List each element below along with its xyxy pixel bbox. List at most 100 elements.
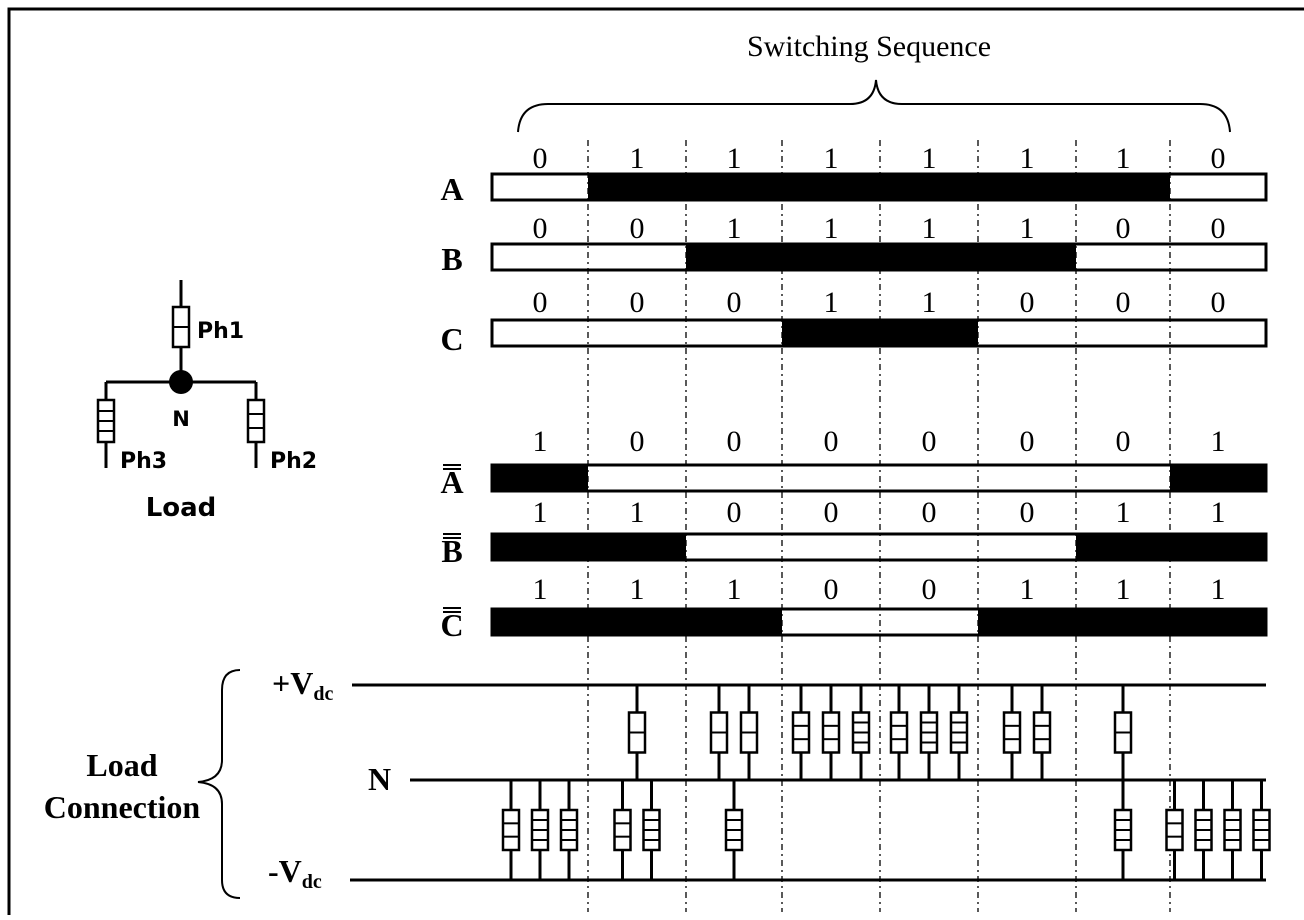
connection-resistor xyxy=(559,780,579,880)
row-label: C xyxy=(440,321,463,357)
connection-resistor xyxy=(1252,780,1271,880)
connection-resistors xyxy=(501,685,1271,880)
bit-label: 0 xyxy=(1116,212,1131,245)
switching-sequence-title: Switching Sequence xyxy=(747,30,991,63)
bit-segment xyxy=(1170,609,1266,635)
connection-resistor xyxy=(642,780,661,880)
bit-segment xyxy=(880,174,978,200)
connection-resistor xyxy=(889,685,909,780)
ph1-label: Ph1 xyxy=(197,319,244,344)
row-label: A xyxy=(440,464,463,500)
bit-label: 0 xyxy=(824,425,839,458)
bit-segment xyxy=(978,174,1076,200)
bit-label: 0 xyxy=(630,212,645,245)
bit-label: 0 xyxy=(533,212,548,245)
load-connection-label-line2: Connection xyxy=(44,789,201,825)
bit-segment xyxy=(782,244,880,270)
bit-segment xyxy=(588,609,686,635)
bar-outline xyxy=(490,463,1268,493)
bit-segment xyxy=(686,609,782,635)
bit-label: 0 xyxy=(922,573,937,606)
bit-label: 0 xyxy=(727,496,742,529)
bit-label: 1 xyxy=(533,425,548,458)
bit-label: 1 xyxy=(824,286,839,319)
neutral-rail-label: N xyxy=(368,761,391,797)
bit-label: 0 xyxy=(922,496,937,529)
connection-resistor xyxy=(1002,685,1022,780)
bit-label: 1 xyxy=(533,496,548,529)
connection-resistor xyxy=(851,685,871,780)
bit-segment xyxy=(782,320,880,346)
bit-label: 1 xyxy=(727,573,742,606)
ph2-label: Ph2 xyxy=(270,449,317,474)
bit-segment xyxy=(1170,534,1266,560)
connection-resistor xyxy=(501,780,521,880)
bit-segment xyxy=(686,174,782,200)
connection-resistor xyxy=(1165,780,1184,880)
connection-resistor xyxy=(1113,685,1133,780)
connection-resistor xyxy=(739,685,759,780)
bit-label: 1 xyxy=(922,142,937,175)
bit-segment xyxy=(978,609,1076,635)
connection-resistor xyxy=(919,685,939,780)
load-symbol xyxy=(96,280,266,468)
bit-label: 1 xyxy=(727,142,742,175)
bit-label: 1 xyxy=(1211,496,1226,529)
connection-resistor xyxy=(1032,685,1052,780)
load-connection-brace xyxy=(197,669,241,899)
bit-segment xyxy=(1170,465,1266,491)
bit-label: 1 xyxy=(1116,573,1131,606)
bit-label: 0 xyxy=(533,286,548,319)
bit-segment xyxy=(588,174,686,200)
connection-resistor xyxy=(791,685,811,780)
bit-label: 0 xyxy=(1116,286,1131,319)
connection-resistor xyxy=(821,685,841,780)
load-caption: Load xyxy=(146,493,217,523)
plus-vdc-label: +Vdc xyxy=(272,665,333,705)
bit-label: 0 xyxy=(727,425,742,458)
bit-label: 0 xyxy=(1020,286,1035,319)
bit-segment xyxy=(978,244,1076,270)
bit-segment xyxy=(782,174,880,200)
bit-label: 0 xyxy=(922,425,937,458)
minus-vdc-label: -Vdc xyxy=(268,853,322,893)
bit-label: 0 xyxy=(727,286,742,319)
bit-label: 1 xyxy=(1211,425,1226,458)
connection-resistor xyxy=(613,780,632,880)
bit-label: 1 xyxy=(630,142,645,175)
row-label: A xyxy=(440,171,463,207)
bit-segment xyxy=(880,244,978,270)
connection-resistor xyxy=(530,780,550,880)
load-connection-label-line1: Load xyxy=(86,747,157,783)
bit-label: 1 xyxy=(922,212,937,245)
row-label: B xyxy=(441,241,462,277)
bit-label: 0 xyxy=(1211,142,1226,175)
bit-label: 0 xyxy=(824,573,839,606)
bit-label: 0 xyxy=(533,142,548,175)
bit-label: 1 xyxy=(1020,142,1035,175)
connection-resistor xyxy=(709,685,729,780)
bit-segment xyxy=(1076,609,1170,635)
bit-label: 1 xyxy=(1211,573,1226,606)
connection-resistor xyxy=(1194,780,1213,880)
bit-segment xyxy=(880,320,978,346)
bit-label: 0 xyxy=(1211,286,1226,319)
bit-label: 0 xyxy=(1211,212,1226,245)
bit-label: 1 xyxy=(630,496,645,529)
row-label: C xyxy=(440,607,463,643)
bit-label: 1 xyxy=(824,142,839,175)
bit-label: 0 xyxy=(824,496,839,529)
bit-segment xyxy=(686,244,782,270)
connection-resistor xyxy=(1113,780,1133,880)
bit-label: 0 xyxy=(630,425,645,458)
bit-segment xyxy=(588,534,686,560)
column-dividers xyxy=(587,140,1171,912)
bit-label: 0 xyxy=(1020,425,1035,458)
load-neutral-label: N xyxy=(172,407,190,431)
